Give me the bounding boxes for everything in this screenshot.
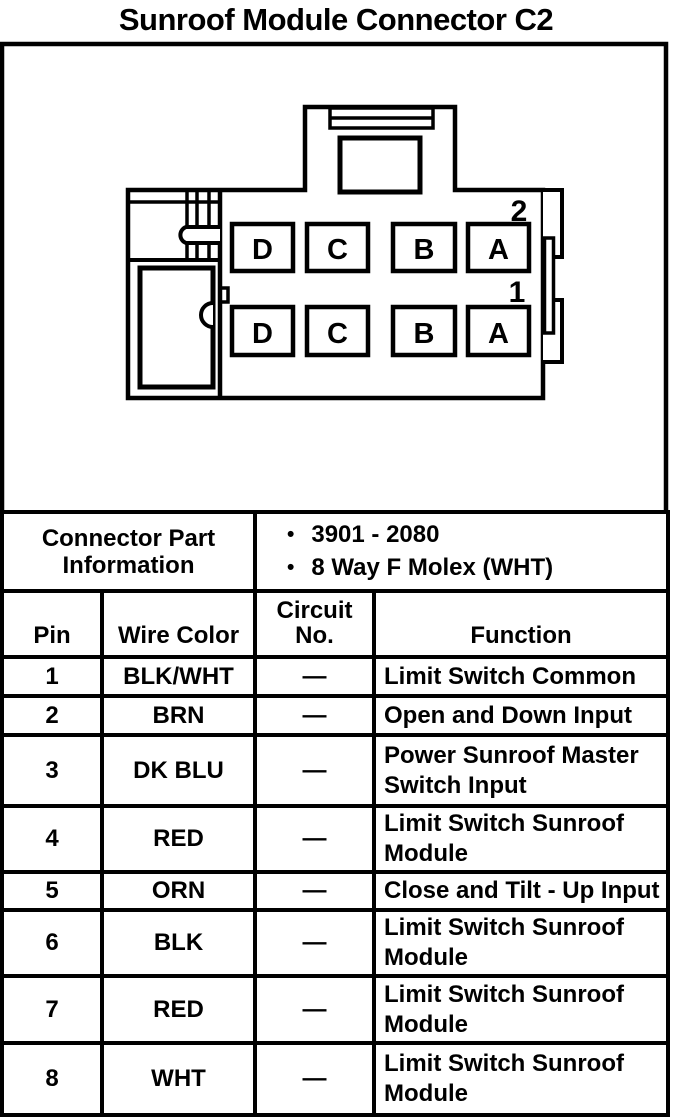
circuit-no-cell: — [257, 808, 376, 870]
circuit-no-column-header: Circuit No. [257, 593, 376, 655]
part-info-values: • 3901 - 2080 • 8 Way F Molex (WHT) [257, 514, 666, 589]
pin-cell: 3 [4, 737, 104, 804]
part-info-item: • 8 Way F Molex (WHT) [287, 555, 666, 581]
function-column-header: Function [470, 622, 572, 649]
part-info-header: Connector Part Information [4, 514, 257, 589]
function-cell: Limit Switch Sunroof Module [384, 980, 624, 1038]
wire-color-cell: ORN [104, 874, 257, 908]
table-row: 7 RED — Limit Switch Sunroof Module [4, 978, 666, 1045]
pin-cell: 6 [4, 912, 104, 974]
part-number: 3901 - 2080 [311, 521, 440, 548]
function-cell: Open and Down Input [384, 701, 632, 729]
wire-color-cell: RED [104, 978, 257, 1041]
function-cell: Power Sunroof Master Switch Input [384, 741, 639, 799]
pinout-table: Connector Part Information • 3901 - 2080… [0, 510, 670, 1117]
pin-cell: 4 [4, 808, 104, 870]
wire-color-cell: DK BLU [104, 737, 257, 804]
function-cell: Close and Tilt - Up Input [384, 877, 660, 904]
part-info-item: • 3901 - 2080 [287, 522, 666, 548]
terminal-bottom-c [304, 304, 371, 358]
connector-type: 8 Way F Molex (WHT) [311, 554, 554, 581]
wire-color-cell: RED [104, 808, 257, 870]
circuit-no-cell: — [257, 912, 376, 974]
wire-color-column-header: Wire Color [104, 593, 257, 655]
table-row: 8 WHT — Limit Switch Sunroof Module [4, 1045, 666, 1117]
divider-notch [220, 286, 230, 304]
table-row: 2 BRN — Open and Down Input [4, 698, 666, 737]
pin-cell: 8 [4, 1045, 104, 1113]
lower-cavity [137, 265, 216, 390]
function-cell: Limit Switch Sunroof Module [384, 1050, 624, 1107]
diagram-frame [0, 41, 669, 510]
lower-latch-spring [199, 301, 214, 329]
table-row: 5 ORN — Close and Tilt - Up Input [4, 874, 666, 912]
circuit-no-cell: — [257, 874, 376, 908]
table-row: 4 RED — Limit Switch Sunroof Module [4, 808, 666, 874]
row-2-label: 2 [511, 195, 528, 228]
terminal-top-a [465, 221, 532, 274]
function-cell: Limit Switch Sunroof Module [384, 914, 624, 971]
circuit-no-cell: — [257, 978, 376, 1041]
wire-color-cell: BRN [104, 698, 257, 733]
terminal-top-d [229, 221, 296, 274]
terminal-bottom-b [390, 304, 458, 358]
wire-color-cell: BLK/WHT [104, 659, 257, 694]
terminal-bottom-d [229, 304, 296, 358]
table-row: 6 BLK — Limit Switch Sunroof Module [4, 912, 666, 978]
right-strip-slot [542, 236, 556, 335]
bullet-icon: • [287, 556, 295, 579]
terminal-label: B [414, 318, 435, 350]
function-cell: Limit Switch Common [384, 662, 636, 690]
table-row: 1 BLK/WHT — Limit Switch Common [4, 659, 666, 698]
circuit-no-cell: — [257, 737, 376, 804]
pin-column-header: Pin [4, 593, 104, 655]
circuit-no-cell: — [257, 1045, 376, 1113]
terminal-top-c [304, 221, 371, 274]
tab-window [337, 135, 423, 195]
row-1-label: 1 [509, 276, 526, 309]
page-title: Sunroof Module Connector C2 [118, 2, 554, 37]
pin-cell: 7 [4, 978, 104, 1041]
table-row: 3 DK BLU — Power Sunroof Master Switch I… [4, 737, 666, 808]
terminal-label: A [488, 318, 509, 350]
upper-latch-spring [178, 225, 220, 245]
terminal-bottom-a [465, 304, 532, 358]
column-header-row: Pin Wire Color Circuit No. Function [4, 593, 666, 659]
circuit-no-cell: — [257, 698, 376, 733]
terminal-label: B [414, 234, 435, 266]
wire-color-cell: WHT [104, 1045, 257, 1113]
part-info-row: Connector Part Information • 3901 - 2080… [4, 514, 666, 593]
terminal-top-b [390, 221, 458, 274]
bullet-icon: • [287, 523, 295, 546]
terminal-label: C [327, 318, 348, 350]
connector-diagram: D C B A D C B A 2 1 [0, 41, 669, 510]
wire-color-cell: BLK [104, 912, 257, 974]
pin-cell: 2 [4, 698, 104, 733]
terminal-label: D [252, 234, 273, 266]
terminal-label: C [327, 234, 348, 266]
terminal-label: A [488, 234, 509, 266]
function-cell: Limit Switch Sunroof Module [384, 810, 624, 867]
pin-cell: 5 [4, 874, 104, 908]
circuit-no-cell: — [257, 659, 376, 694]
terminal-label: D [252, 318, 273, 350]
pin-cell: 1 [4, 659, 104, 694]
